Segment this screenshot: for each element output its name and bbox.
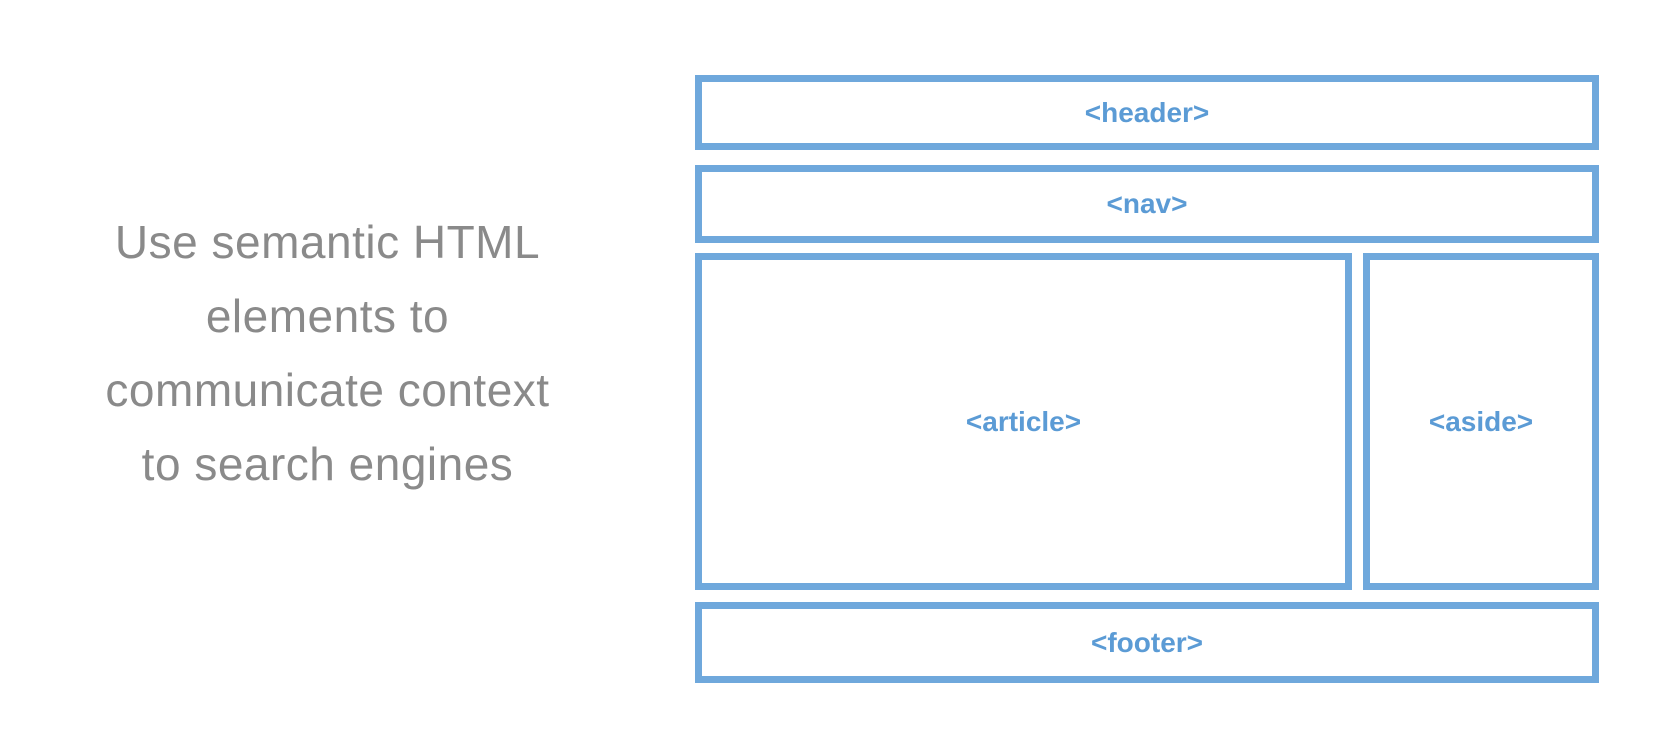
caption-line: Use semantic HTML xyxy=(114,216,541,268)
article-box: <article> xyxy=(695,253,1352,590)
article-tag-label: <article> xyxy=(965,405,1082,437)
semantic-layout-diagram: <header> <nav> <article> <aside> <footer… xyxy=(695,75,1599,683)
caption-line: communicate context xyxy=(105,364,550,416)
header-tag-label: <header> xyxy=(1084,96,1210,128)
aside-tag-label: <aside> xyxy=(1428,405,1534,437)
nav-box: <nav> xyxy=(695,165,1599,243)
footer-tag-label: <footer> xyxy=(1090,626,1204,658)
caption-line: elements to xyxy=(205,290,450,342)
nav-tag-label: <nav> xyxy=(1106,188,1188,219)
aside-box: <aside> xyxy=(1363,253,1599,590)
header-box: <header> xyxy=(695,75,1599,150)
caption-text: Use semantic HTML elements to communicat… xyxy=(55,205,600,501)
footer-box: <footer> xyxy=(695,602,1599,683)
caption-line: to search engines xyxy=(141,438,514,490)
